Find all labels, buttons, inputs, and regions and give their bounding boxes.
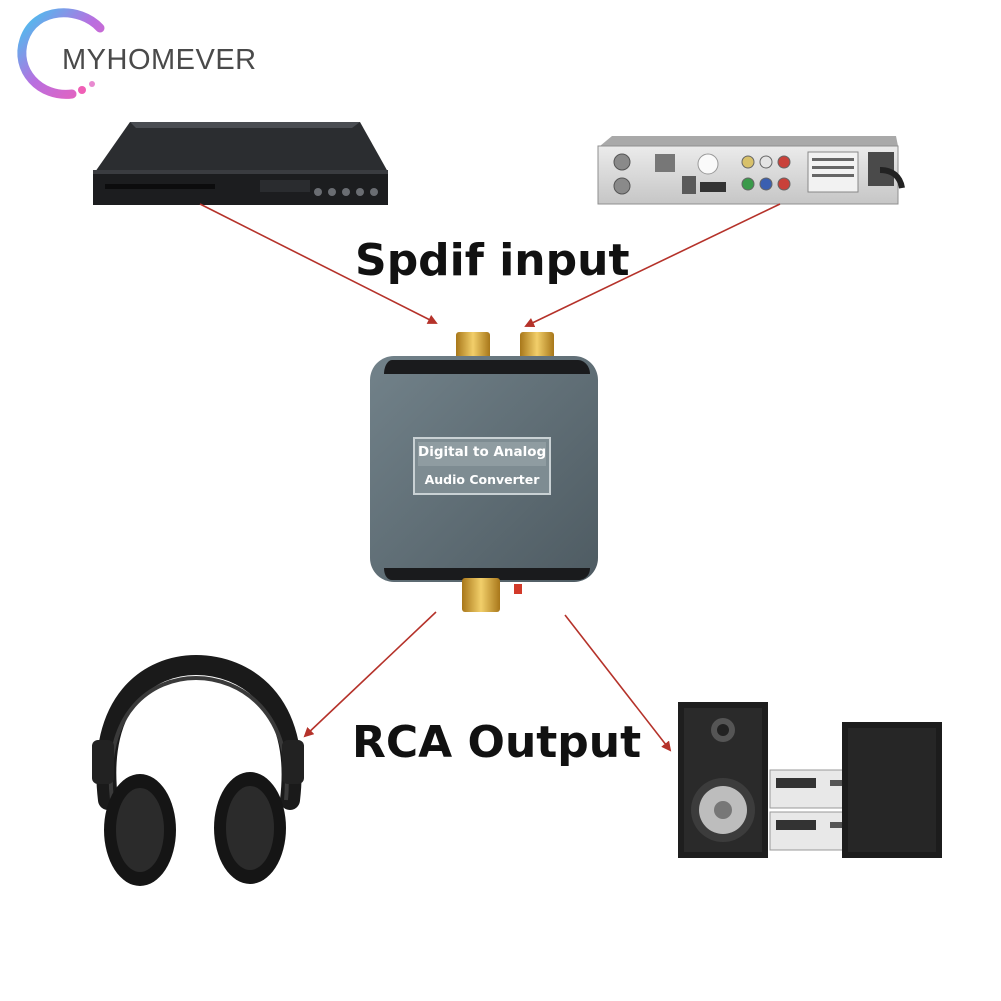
- brand-name: MYHOMEVER: [62, 44, 257, 76]
- power-led-icon: [514, 584, 522, 594]
- brand-logo-icon: [17, 8, 105, 99]
- arrow-converter-to-headphones: [303, 611, 437, 738]
- converter-title-line2: Audio Converter: [424, 472, 540, 487]
- coaxial-input-connector: [520, 332, 554, 362]
- headphones-icon: [92, 654, 304, 886]
- output-label: RCA Output: [352, 717, 642, 768]
- arrow-dvd-to-converter: [199, 203, 438, 324]
- converter-device: [370, 332, 598, 612]
- rca-output-connector: [462, 578, 500, 612]
- input-label: Spdif input: [355, 235, 630, 286]
- converter-title-line1: Digital to Analog: [418, 444, 547, 460]
- arrow-stb-to-converter: [524, 203, 781, 328]
- dvd-player-icon: [93, 122, 388, 205]
- optical-input-connector: [456, 332, 490, 362]
- speaker-system-icon: [678, 702, 942, 858]
- arrow-converter-to-speakers: [564, 614, 672, 752]
- set-top-box-icon: [597, 136, 905, 205]
